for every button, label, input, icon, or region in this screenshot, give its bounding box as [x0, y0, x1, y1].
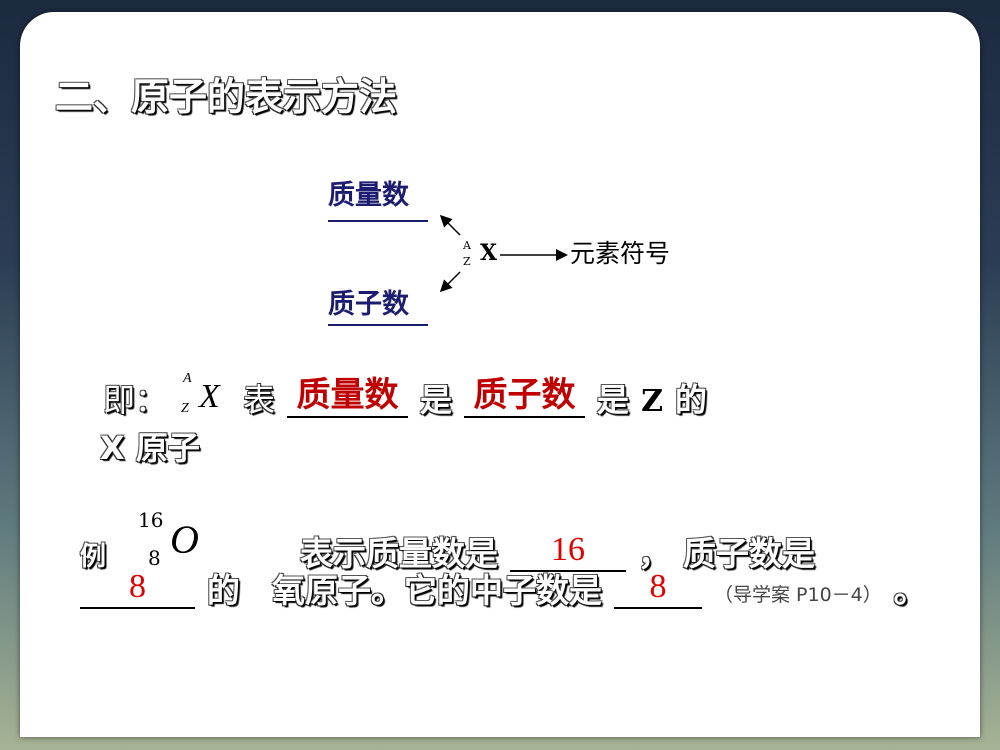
diagram-Z: Z	[463, 255, 471, 268]
blank-5: 8	[614, 568, 702, 610]
diagram-arrows	[439, 214, 568, 293]
line1-represents: 表	[243, 380, 276, 419]
diagram-underline	[328, 220, 428, 222]
line1: 即： A Z X 表 质量数 是 质子数 是 Z 的	[103, 372, 707, 418]
example-line1: 例 16 8 O 表示质量数是 16 ， 质子数是	[80, 510, 815, 572]
example-proton: 8	[148, 546, 161, 570]
blank-2: 质子数	[464, 374, 586, 418]
diagram-X: X	[480, 240, 498, 266]
slide-title: 二、原子的表示方法	[55, 75, 398, 119]
example-mass: 16	[138, 508, 164, 532]
line1-is2: 是	[597, 380, 630, 419]
example-comma: ，	[638, 533, 672, 573]
diagram-A: A	[463, 239, 471, 252]
slide	[20, 12, 980, 737]
arrow-to-mass-number	[439, 214, 461, 236]
example-symbol: 16 8 O	[138, 510, 218, 572]
example-period: 。	[893, 571, 927, 611]
diagram-mass-number: 质量数	[328, 180, 409, 211]
blank-1: 质量数	[287, 374, 409, 418]
answer-proton: 8	[129, 568, 146, 605]
example-reference: （导学案 P10－4）	[714, 583, 882, 606]
example-element: O	[170, 517, 199, 562]
line1-of: 的	[674, 380, 707, 419]
answer-proton-number: 质子数	[473, 374, 576, 415]
answer-mass: 16	[551, 530, 586, 568]
example-text2: 质子数是	[683, 533, 816, 573]
line1-Z: Z	[181, 401, 189, 416]
line1-symbol: A Z X	[179, 372, 231, 418]
blank-3: 16	[510, 530, 627, 572]
diagram-proton-number: 质子数	[328, 289, 409, 320]
answer-neutron: 8	[649, 568, 667, 605]
diagram-underline	[328, 324, 428, 326]
line1-A: A	[183, 371, 192, 386]
answer-mass-number: 质量数	[296, 374, 399, 415]
line1-z: Z	[641, 384, 663, 419]
line1-is1: 是	[420, 380, 453, 419]
example-label: 例	[80, 542, 107, 573]
line1-X: X	[199, 378, 220, 415]
line1-prefix: 即：	[103, 380, 168, 419]
arrow-to-proton-number	[439, 271, 461, 293]
blank-4: 8	[80, 568, 195, 610]
example-text1: 表示质量数是	[300, 533, 499, 573]
example-line2: 8 的 氧原子。它的中子数是 8 （导学案 P10－4） 。	[80, 568, 927, 611]
line1-x-atom: X 原子	[100, 429, 200, 467]
example-text3: 氧原子。它的中子数是	[272, 571, 602, 611]
diagram-element-symbol: 元素符号	[570, 239, 671, 268]
example-of: 的	[207, 571, 240, 611]
